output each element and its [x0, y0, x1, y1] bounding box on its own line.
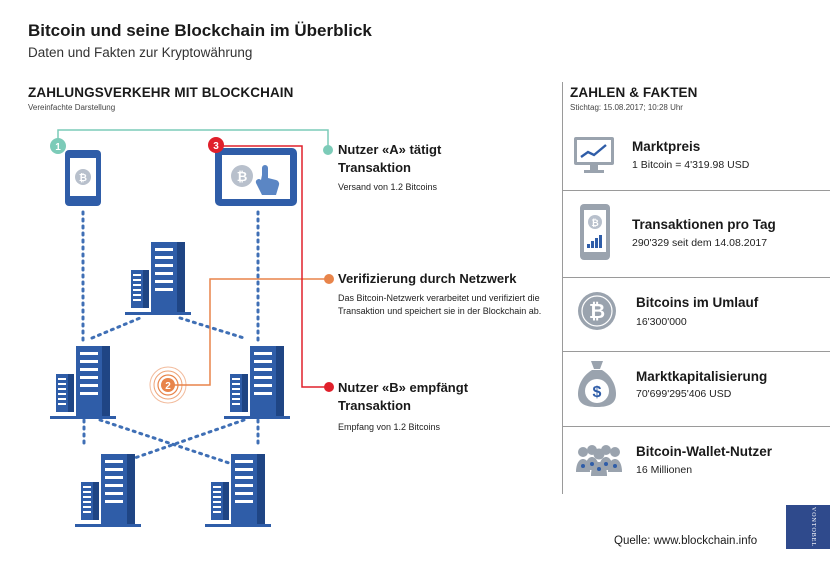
page-title: Bitcoin und seine Blockchain im Überblic…	[28, 21, 372, 40]
svg-text:₿: ₿	[79, 172, 87, 184]
svg-text:₿: ₿	[237, 169, 248, 184]
svg-text:$: $	[593, 384, 602, 401]
section-title-facts: ZAHLEN & FAKTEN	[570, 85, 698, 100]
fact-transactions-label: Transaktionen pro Tag	[632, 217, 776, 232]
fact-market-cap: $ Marktkapitalisierung 70'699'295'406 US…	[563, 351, 830, 427]
svg-text:₿: ₿	[589, 301, 605, 323]
step-2-title: Verifizierung durch Netzwerk	[338, 271, 517, 286]
server-icon-right	[224, 346, 290, 419]
fact-transactions: ₿ Transaktionen pro Tag 290'329 seit dem…	[563, 191, 830, 278]
fact-divider	[563, 277, 830, 278]
fact-bitcoins-circulation: ₿ Bitcoins im Umlauf 16'300'000	[563, 277, 830, 352]
badge-step-1: 1	[50, 138, 66, 154]
badge-step-1-number: 1	[55, 142, 61, 153]
step-1-description: Versand von 1.2 Bitcoins	[338, 182, 438, 192]
fact-divider	[563, 426, 830, 427]
vontobel-logo-text: VONTOBEL	[810, 506, 816, 548]
section-title-blockchain: ZAHLUNGSVERKEHR MIT BLOCKCHAIN	[28, 85, 294, 100]
vontobel-logo: VONTOBEL	[786, 505, 830, 549]
fact-wallet-users: Bitcoin-Wallet-Nutzer 16 Millionen	[563, 426, 830, 498]
fact-divider	[563, 351, 830, 352]
blockchain-diagram: ₿ ₿ 1 3 2	[50, 129, 334, 527]
section-subtitle-facts: Stichtag: 15.08.2017; 10:28 Uhr	[570, 103, 683, 112]
page-subtitle: Daten und Fakten zur Kryptowährung	[28, 45, 253, 60]
source-note: Quelle: www.blockchain.info	[614, 535, 758, 547]
fact-wallet-users-value: 16 Millionen	[636, 464, 693, 476]
fact-bitcoins-value: 16'300'000	[636, 316, 687, 328]
step-2-description: Das Bitcoin-Netzwerk verarbeitet und ver…	[338, 293, 542, 316]
fact-market-price-label: Marktpreis	[632, 139, 701, 154]
step-1-title: Nutzer «A» tätigt Transaktion	[338, 142, 442, 175]
column-divider	[562, 82, 563, 494]
server-icon-bottom-right	[205, 454, 271, 527]
marker-step-1	[323, 145, 333, 155]
users-group-icon	[576, 445, 622, 476]
fact-market-cap-label: Marktkapitalisierung	[636, 369, 768, 384]
fact-market-price: Marktpreis 1 Bitcoin = 4'319.98 USD	[563, 118, 830, 191]
connector-step-1	[57, 129, 329, 150]
fact-market-price-value: 1 Bitcoin = 4'319.98 USD	[632, 159, 750, 171]
server-icon-top	[125, 242, 191, 315]
monitor-chart-icon	[574, 137, 614, 173]
marker-step-3	[324, 382, 334, 392]
section-subtitle-blockchain: Vereinfachte Darstellung	[28, 103, 116, 112]
marker-step-2	[324, 274, 334, 284]
fact-market-cap-value: 70'699'295'406 USD	[636, 388, 732, 400]
badge-step-2-number: 2	[165, 381, 171, 392]
fact-bitcoins-label: Bitcoins im Umlauf	[636, 295, 759, 310]
badge-step-3: 3	[208, 137, 224, 153]
svg-text:₿: ₿	[591, 218, 598, 228]
bitcoin-coin-icon: ₿	[578, 292, 616, 330]
fact-divider	[563, 190, 830, 191]
smartphone-icon: ₿	[65, 150, 101, 206]
step-3-title: Nutzer «B» empfängt Transaktion	[338, 380, 469, 413]
server-icon-left	[50, 346, 116, 419]
money-bag-icon: $	[578, 361, 616, 407]
badge-step-2: 2	[149, 366, 187, 404]
step-3-description: Empfang von 1.2 Bitcoins	[338, 422, 441, 432]
connector-step-2	[172, 278, 329, 386]
connector-step-3	[222, 145, 329, 388]
fact-wallet-users-label: Bitcoin-Wallet-Nutzer	[636, 444, 772, 459]
fact-transactions-value: 290'329 seit dem 14.08.2017	[632, 237, 768, 249]
phone-bitcoin-icon: ₿	[580, 204, 610, 260]
tablet-icon: ₿	[215, 148, 297, 206]
server-icon-bottom-left	[75, 454, 141, 527]
badge-step-3-number: 3	[213, 141, 219, 152]
